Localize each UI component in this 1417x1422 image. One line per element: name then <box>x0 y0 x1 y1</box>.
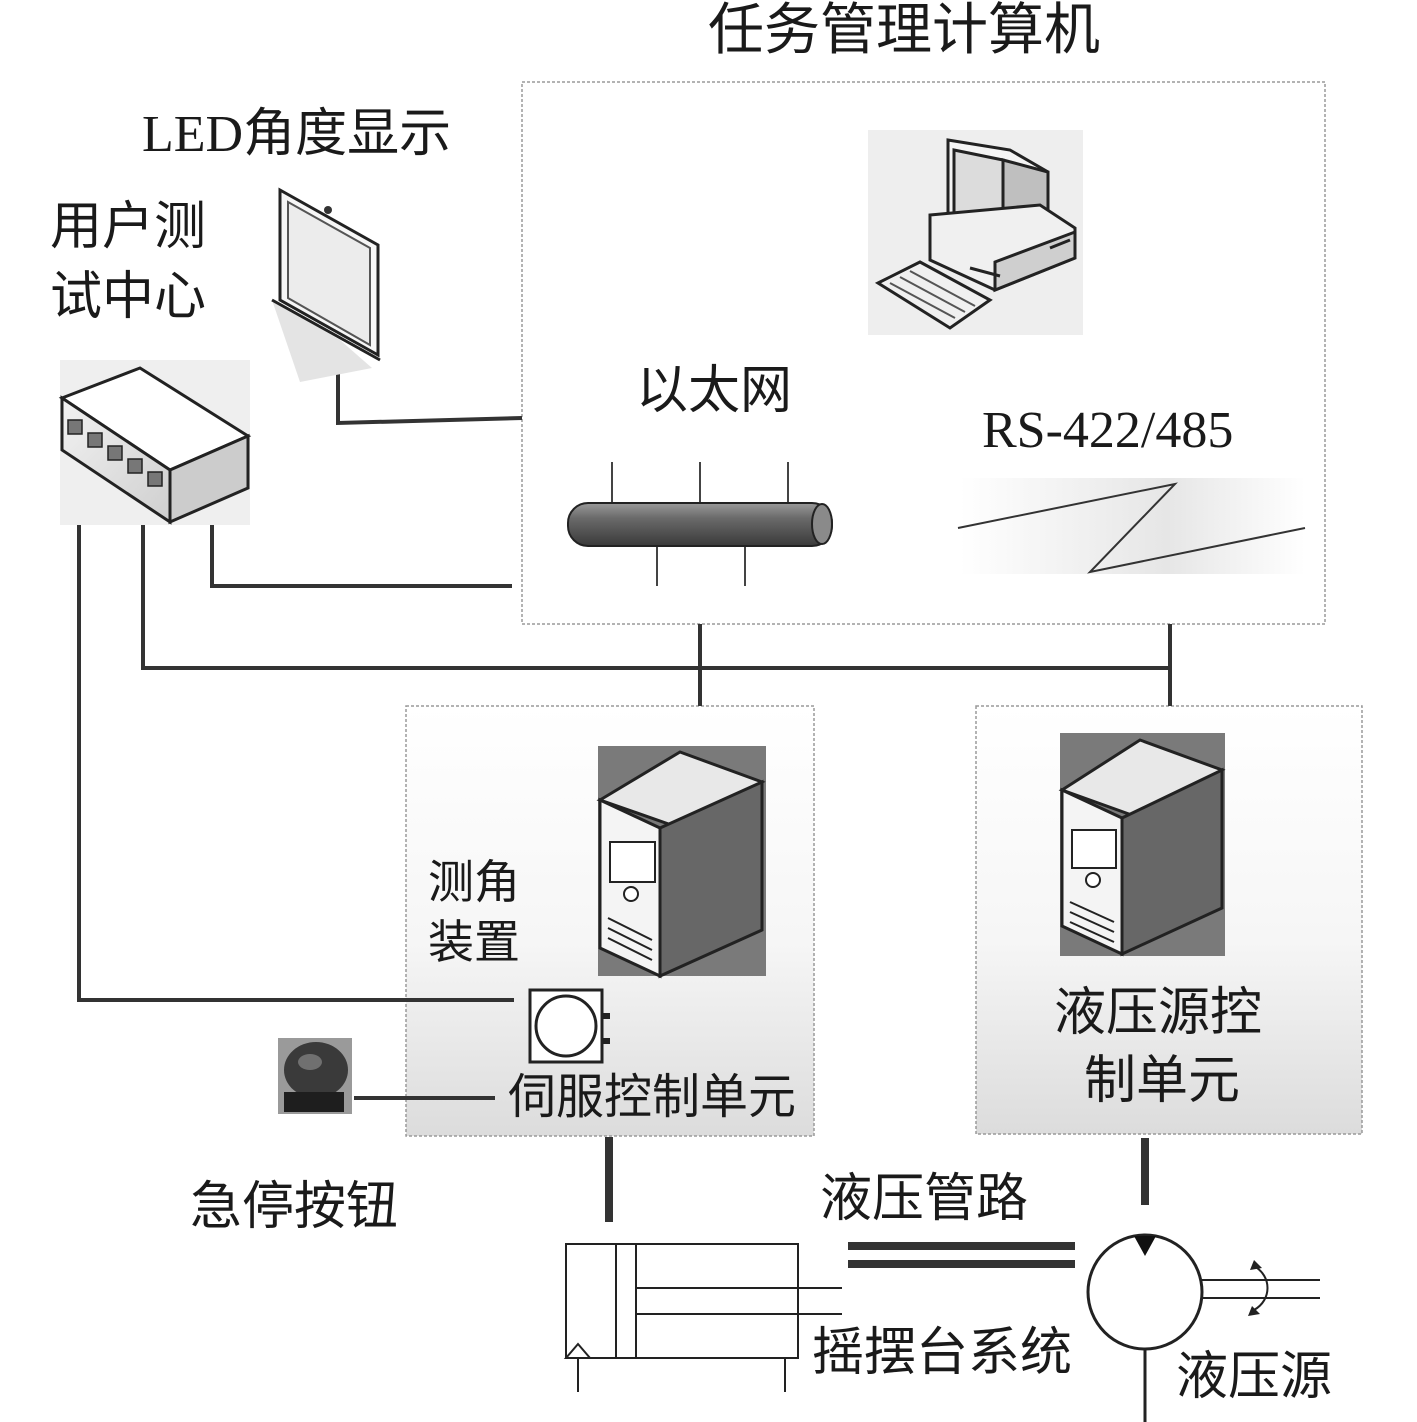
server-tower-icon <box>1058 733 1226 957</box>
rs422-label: RS-422/485 <box>982 402 1234 459</box>
emergency-stop-icon <box>278 1038 352 1114</box>
mission-computer-label: 任务管理计算机 <box>708 0 1100 63</box>
led-display-label: LED角度显示 <box>142 106 452 163</box>
hydraulic-pump-icon <box>1086 1233 1320 1422</box>
angle-device-label-line2: 装置 <box>428 915 520 969</box>
hydraulic-cylinder-icon <box>563 1243 842 1392</box>
hydraulic-pipe-label: 液压管路 <box>820 1169 1029 1229</box>
angle-sensor-icon <box>528 988 610 1064</box>
ethernet-label: 以太网 <box>636 361 793 421</box>
swing-table-label: 摇摆台系统 <box>812 1323 1073 1383</box>
angle-device-label-line1: 测角 <box>428 855 520 909</box>
network-switch-icon <box>58 360 252 525</box>
connection-lines <box>77 340 1172 1100</box>
estop-label: 急停按钮 <box>190 1177 399 1237</box>
hydraulic-control-label-line2: 制单元 <box>1084 1051 1241 1111</box>
serial-link-icon <box>957 478 1306 574</box>
hydraulic-lines <box>605 1137 1149 1268</box>
hydraulic-control-label-line1: 液压源控 <box>1054 983 1263 1043</box>
desktop-computer-icon <box>868 130 1083 335</box>
user-center-label-line1: 用户测 <box>50 197 207 257</box>
user-center-label-line2: 试中心 <box>50 267 207 327</box>
servo-unit-label: 伺服控制单元 <box>508 1069 797 1125</box>
projector-screen-icon <box>271 187 381 382</box>
server-tower-icon <box>596 746 766 979</box>
ethernet-bus-icon <box>567 462 833 586</box>
hydraulic-source-label: 液压源 <box>1176 1347 1333 1407</box>
